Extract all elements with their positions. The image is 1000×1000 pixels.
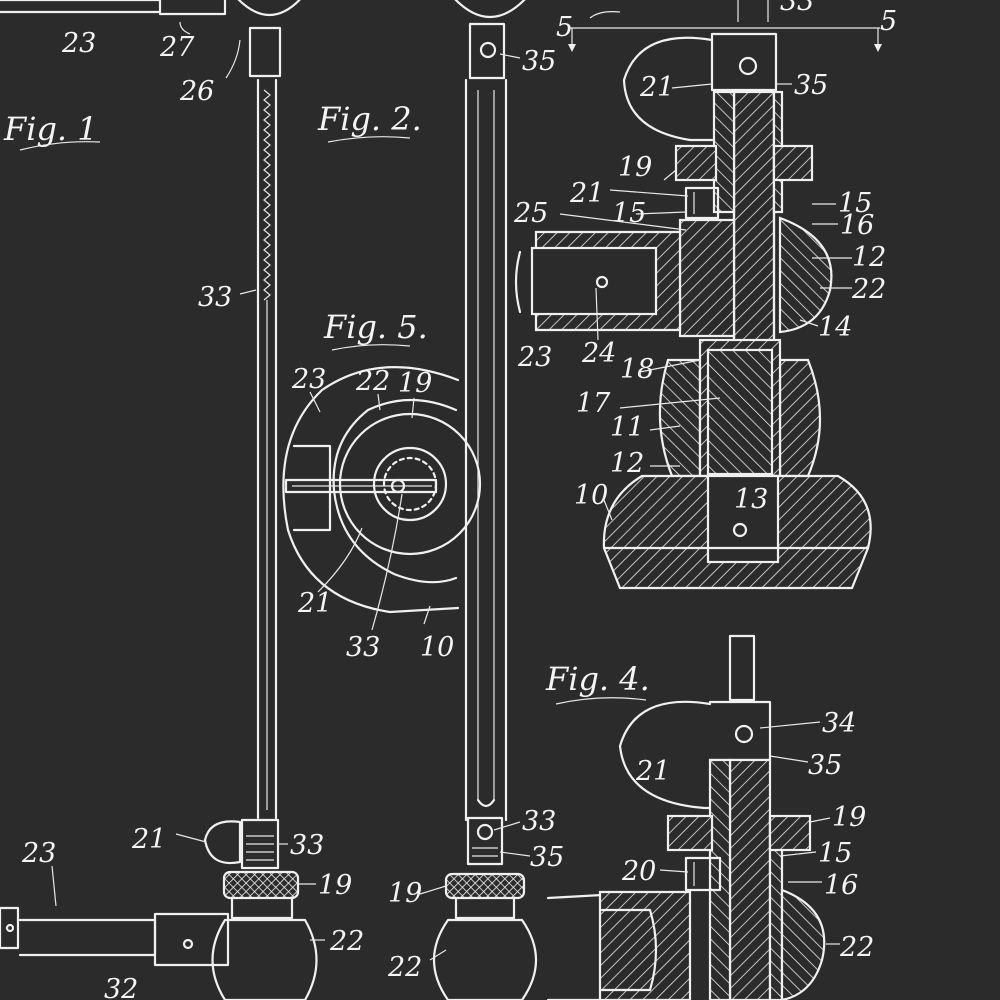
label-33: 33 <box>290 830 324 861</box>
label-12: 12 <box>852 242 886 273</box>
label-21: 21 <box>131 824 166 855</box>
label-15: 15 <box>838 188 872 219</box>
figure-5: Fig. 5. 23 22 19 21 33 10 <box>282 308 482 663</box>
label-33: 33 <box>780 0 814 17</box>
label-16: 16 <box>824 870 858 901</box>
label-21: 21 <box>639 72 674 103</box>
figure-5-title: Fig. 5. <box>323 308 428 346</box>
label-23: 23 <box>61 28 96 59</box>
label-35: 35 <box>808 750 842 781</box>
label-35: 35 <box>530 842 564 873</box>
label-27: 27 <box>159 32 195 63</box>
label-11: 11 <box>610 412 644 443</box>
label-19: 19 <box>388 878 422 909</box>
label-35: 35 <box>794 70 828 101</box>
figure-4: Fig. 4. 34 21 35 19 <box>545 634 874 1000</box>
label-25: 25 <box>513 198 548 229</box>
figure-1-title: Fig. 1 <box>3 110 98 148</box>
label-13: 13 <box>734 484 768 515</box>
label-24: 24 <box>581 338 616 369</box>
label-12: 12 <box>610 448 644 479</box>
figure-2-title: Fig. 2. <box>317 100 422 138</box>
label-21: 21 <box>569 178 604 209</box>
section-marker-left: 5 <box>556 12 573 43</box>
figure-3-section: 5 5 <box>513 0 897 590</box>
label-26: 26 <box>179 76 214 107</box>
label-35: 35 <box>522 46 556 77</box>
figure-4-title: Fig. 4. <box>545 660 650 698</box>
label-21: 21 <box>635 756 670 787</box>
figure-2: 35 33 35 19 22 Fig. 2. <box>317 0 564 1000</box>
label-10: 10 <box>420 632 454 663</box>
label-15: 15 <box>818 838 852 869</box>
label-33: 33 <box>198 282 232 313</box>
label-19: 19 <box>618 152 652 183</box>
label-22: 22 <box>355 366 390 397</box>
label-22: 22 <box>387 952 422 983</box>
label-22: 22 <box>851 274 886 305</box>
figure-1: 23 27 26 33 21 33 19 23 22 32 Fig. 1 <box>0 0 364 1000</box>
label-34: 34 <box>822 708 856 739</box>
label-21: 21 <box>297 588 332 619</box>
label-14: 14 <box>818 312 852 343</box>
label-17: 17 <box>576 388 611 419</box>
label-22: 22 <box>329 926 364 957</box>
label-10: 10 <box>574 480 608 511</box>
label-23: 23 <box>517 342 552 373</box>
section-marker-right: 5 <box>880 6 897 37</box>
label-18: 18 <box>620 354 654 385</box>
label-19: 19 <box>398 368 432 399</box>
label-23: 23 <box>291 364 326 395</box>
label-19: 19 <box>318 870 352 901</box>
label-22: 22 <box>839 932 874 963</box>
label-20: 20 <box>621 856 656 887</box>
label-23: 23 <box>21 838 56 869</box>
label-15: 15 <box>612 198 646 229</box>
label-33: 33 <box>522 806 556 837</box>
label-16: 16 <box>840 210 874 241</box>
label-33: 33 <box>346 632 380 663</box>
label-32: 32 <box>104 974 138 1000</box>
label-19: 19 <box>832 802 866 833</box>
